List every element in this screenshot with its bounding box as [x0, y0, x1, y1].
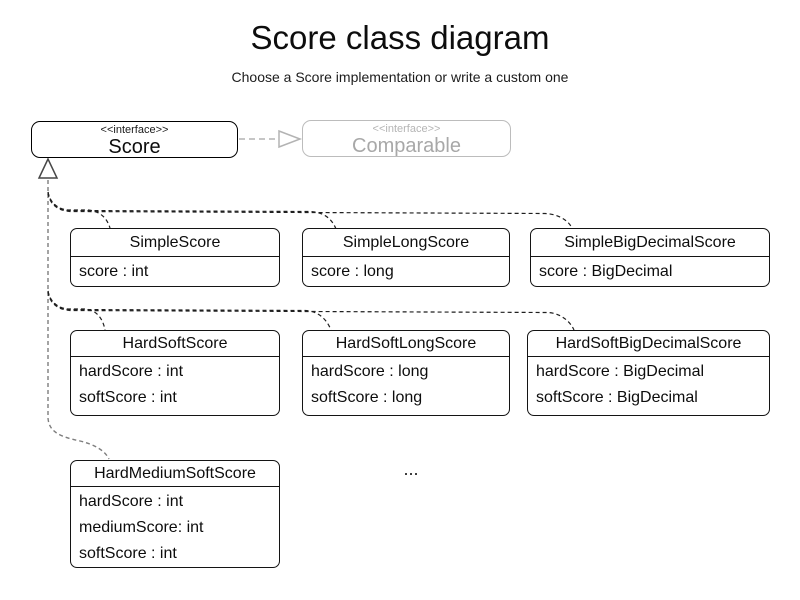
- interface-score-stereotype: <<interface>>: [100, 124, 169, 136]
- class-simplelongscore-attributes: score : long: [303, 257, 509, 285]
- class-simplebigdecimalscore-name: SimpleBigDecimalScore: [531, 229, 769, 257]
- class-attribute: softScore : long: [311, 389, 423, 406]
- class-simplescore: SimpleScore score : int: [70, 228, 280, 287]
- class-attribute: score : BigDecimal: [539, 263, 673, 280]
- class-hardmediumsoftscore-attributes: hardScore : int mediumScore: int softSco…: [71, 487, 279, 567]
- interface-score: <<interface>> Score: [31, 121, 238, 158]
- class-attribute: softScore : int: [79, 389, 177, 406]
- class-hardsoftscore-attributes: hardScore : int softScore : int: [71, 357, 279, 411]
- class-attribute: mediumScore: int: [79, 519, 204, 536]
- class-attribute: hardScore : int: [79, 493, 184, 510]
- class-hardsoftbigdecimalscore-name: HardSoftBigDecimalScore: [528, 331, 769, 357]
- class-attribute: softScore : BigDecimal: [536, 389, 698, 406]
- class-hardsoftbigdecimalscore-attributes: hardScore : BigDecimal softScore : BigDe…: [528, 357, 769, 411]
- connector-simplescore: [47, 191, 111, 229]
- class-hardsoftscore-name: HardSoftScore: [71, 331, 279, 357]
- class-hardsoftscore: HardSoftScore hardScore : int softScore …: [70, 330, 280, 416]
- class-simplebigdecimalscore-attributes: score : BigDecimal: [531, 257, 769, 285]
- class-hardsoftlongscore-name: HardSoftLongScore: [303, 331, 509, 357]
- more-implementations-ellipsis: ...: [403, 459, 419, 479]
- class-simplescore-name: SimpleScore: [71, 229, 279, 257]
- interface-comparable: <<interface>> Comparable: [302, 120, 511, 157]
- class-simplelongscore: SimpleLongScore score : long: [302, 228, 510, 287]
- interface-comparable-stereotype: <<interface>>: [372, 123, 441, 135]
- class-hardsoftlongscore-attributes: hardScore : long softScore : long: [303, 357, 509, 411]
- class-hardsoftbigdecimalscore: HardSoftBigDecimalScore hardScore : BigD…: [527, 330, 770, 416]
- class-hardsoftlongscore: HardSoftLongScore hardScore : long softS…: [302, 330, 510, 416]
- class-attribute: score : int: [79, 263, 149, 280]
- class-simplelongscore-name: SimpleLongScore: [303, 229, 509, 257]
- hollow-triangle-arrowhead-score: [37, 157, 59, 179]
- class-hardmediumsoftscore-name: HardMediumSoftScore: [71, 461, 279, 487]
- class-simplebigdecimalscore: SimpleBigDecimalScore score : BigDecimal: [530, 228, 770, 287]
- class-simplescore-attributes: score : int: [71, 257, 279, 285]
- class-attribute: hardScore : int: [79, 363, 184, 380]
- class-attribute: hardScore : BigDecimal: [536, 363, 705, 380]
- page-subtitle: Choose a Score implementation or write a…: [231, 69, 569, 85]
- connector-hardmediumsoftscore: [47, 180, 110, 460]
- class-attribute: softScore : int: [79, 545, 177, 562]
- class-hardmediumsoftscore: HardMediumSoftScore hardScore : int medi…: [70, 460, 280, 568]
- connector-hardsoftbigdecimalscore: [47, 291, 575, 331]
- interface-comparable-name: Comparable: [352, 135, 461, 157]
- hollow-triangle-arrowhead-comparable: [278, 129, 303, 149]
- connector-simplelongscore: [47, 191, 337, 230]
- class-attribute: hardScore : long: [311, 363, 429, 380]
- connector-simplebigdecimalscore: [47, 192, 573, 229]
- class-attribute: score : long: [311, 263, 394, 280]
- interface-score-name: Score: [108, 136, 161, 158]
- page-title: Score class diagram: [250, 19, 550, 56]
